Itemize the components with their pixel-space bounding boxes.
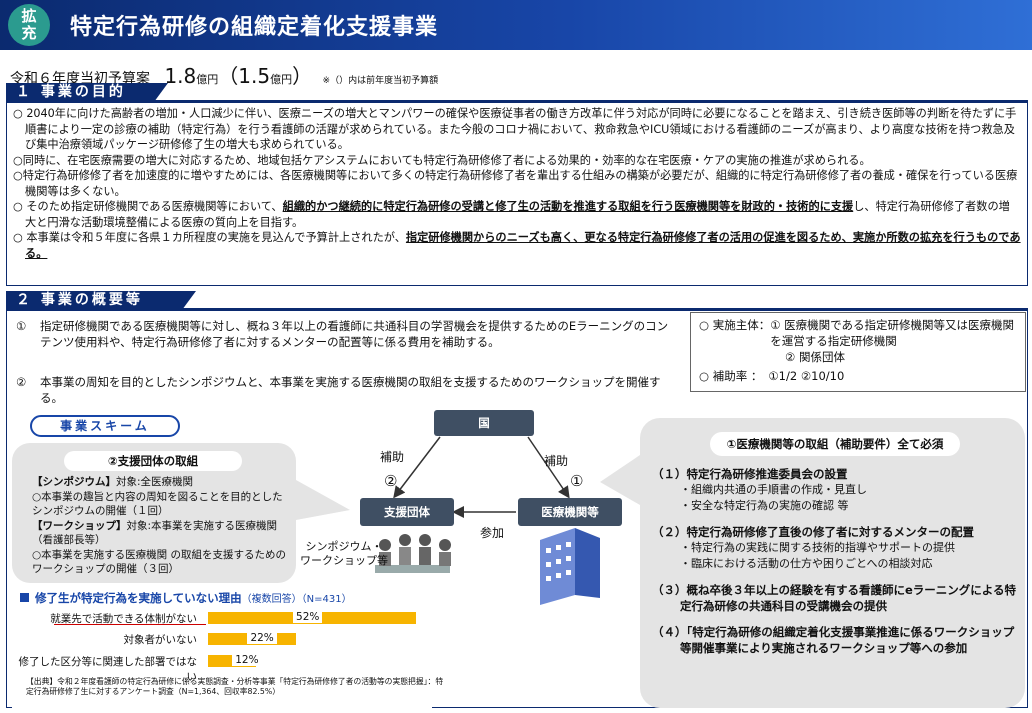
purpose-p4-emph: 組織的かつ継続的に特定行為研修の受講と修了生の活動を推進する取組を行う医療機関等… (282, 200, 854, 213)
item1-text: 指定研修機関である医療機関等に対し、概ね３年以上の看護師に共通科目の学習機会を提… (40, 319, 669, 349)
header-bar: 拡充 特定行為研修の組織定着化支援事業 (0, 0, 1032, 50)
support-box-title: ②支援団体の取組 (64, 451, 242, 471)
requirement-4-heading: （４）「特定行為研修の組織定着化支援事業推進に係るワークショップ等開催事業により… (652, 625, 1015, 655)
budget-prev-open: （ (218, 64, 239, 88)
section2-rule (6, 308, 1028, 310)
meeting-people-icon (375, 534, 451, 573)
scheme-number-1: ① (570, 472, 584, 490)
arrow-country-to-support (393, 436, 441, 499)
bar-label-2: 対象者がいない (123, 634, 198, 646)
requirements-title: ①医療機関等の取組（補助要件）全て必須 (710, 432, 960, 456)
purpose-p5-emph: 指定研修機関からのニーズも高く、更なる特定行為研修修了者の活用の促進を図るため、… (25, 231, 1021, 260)
requirement-1-a: ・組織内共通の手順書の作成・見直し (680, 483, 867, 496)
item1-number: ① (16, 319, 27, 333)
purpose-p2: ○同時に、在宅医療需要の増大に対応するため、地域包括ケアシステムにおいても特定行… (13, 153, 871, 167)
requirement-2: （２）特定行為研修修了直後の修了者に対するメンターの配置・特定行為の実践に関する… (652, 524, 1017, 572)
section1-header: １ 事業の目的 (6, 83, 168, 102)
requirement-2-heading: （２）特定行為研修修了直後の修了者に対するメンターの配置 (652, 525, 974, 539)
purpose-box: ○ 2040年に向けた高齢者の増加・人口減少に伴い、医療ニーズの増大とマンパワー… (6, 102, 1028, 286)
requirement-3: （３）概ね卒後３年以上の経験を有する看護師にeラーニングによる特定行為研修の共通… (652, 582, 1017, 614)
purpose-p5-a: ○ 本事業は令和５年度に各県１カ所程度の実施を見込んで予算計上されたが、 (13, 231, 406, 244)
hospital-building-icon (540, 528, 600, 605)
workshop-heading: 【ワークショップ】 (32, 519, 127, 532)
section1-rule (6, 100, 1028, 102)
bar-value-1: 52% (293, 611, 323, 623)
bar-label-3: 修了した区分等に関連した部署ではない (18, 656, 198, 683)
section2-header: ２ 事業の概要等 (6, 291, 196, 310)
implementer-value-1: ① 医療機関である指定研修機関等又は医療機関を運営する指定研修機関 (770, 318, 1015, 348)
subsidy-rate-key: ○ 補助率 ： (699, 369, 763, 383)
symposium-desc: ○本事業の趣旨と内容の周知を図ることを目的としたシンポジウムの開催（１回） (32, 490, 283, 518)
badge-text: 拡充 (21, 7, 37, 42)
purpose-p4-a: ○ そのため指定研修機関である医療機関等において、 (13, 200, 283, 213)
implementer-key: ○ 実施主体： (699, 318, 771, 332)
requirement-1-b: ・安全な特定行為の実施の確認 等 (680, 499, 849, 512)
budget-prev-close: ） (292, 64, 313, 88)
overview-box (6, 310, 1028, 708)
chart-title: 修了生が特定行為を実施していない理由（複数回答）（N=431） (20, 590, 352, 606)
subsidy-rate-value: ①1/2 ②10/10 (768, 369, 845, 383)
item2-text: 本事業の周知を目的としたシンポジウムと、本事業を実施する医療機関の取組を支援する… (40, 375, 661, 405)
bar-label-1: 就業先で活動できる体制がない (50, 613, 197, 625)
chart-subtitle: （複数回答）（N=431） (241, 594, 352, 605)
budget-amount: 1.8 (164, 64, 197, 88)
support-callout-pointer (296, 480, 350, 520)
source-note: 【出典】令和２年度看護師の特定行為研修に係る実態調査・分析等事業「特定行為研修修… (26, 677, 444, 696)
budget-unit: 億円 (196, 73, 219, 86)
chart-title-text: 修了生が特定行為を実施していない理由 (35, 591, 242, 605)
workshop-desc: ○本事業を実施する医療機関 の取組を支援するためのワークショップの開催（３回） (32, 548, 286, 576)
support-org-box: ②支援団体の取組 【シンポジウム】対象:全医療機関 ○本事業の趣旨と内容の周知を… (12, 443, 296, 583)
purpose-p3: ○特定行為研修修了者を加速度的に増やすためには、各医療機関等において多くの特定行… (13, 169, 1018, 198)
symposium-workshop-label: シンポジウム・ ワークショップ等 (300, 540, 388, 567)
purpose-p5: ○ 本事業は令和５年度に各県１カ所程度の実施を見込んで予算計上されたが、指定研修… (13, 230, 1021, 261)
budget-prev-unit: 億円 (270, 73, 293, 86)
participation-label: 参加 (480, 526, 505, 540)
purpose-p1: ○ 2040年に向けた高齢者の増加・人口減少に伴い、医療ニーズの増大とマンパワー… (13, 107, 1017, 151)
subsidy-left-label: 補助 (380, 450, 405, 464)
underline-mark (54, 624, 206, 625)
subsidy-right-label: 補助 (544, 454, 569, 468)
implementer-value-2: ② 関係団体 (785, 350, 845, 364)
bar-value-2: 22% (247, 632, 277, 644)
purpose-p4: ○ そのため指定研修機関である医療機関等において、組織的かつ継続的に特定行為研修… (13, 199, 1021, 230)
node-medical-institution: 医療機関等 (518, 498, 622, 526)
chart-title-square-icon (20, 593, 29, 602)
requirement-1: （１）特定行為研修推進委員会の設置・組織内共通の手順書の作成・見直し・安全な特定… (652, 466, 1017, 514)
item2-number: ② (16, 375, 27, 389)
node-country: 国 (434, 410, 534, 436)
page-title: 特定行為研修の組織定着化支援事業 (70, 15, 439, 40)
symposium-target: 対象:全医療機関 (116, 476, 194, 488)
requirement-1-heading: （１）特定行為研修推進委員会の設置 (652, 467, 848, 481)
requirement-2-b: ・臨床における活動の仕方や困りごとへの相談対応 (680, 557, 933, 570)
implementation-info-box: ○ 実施主体：① 医療機関である指定研修機関等又は医療機関を運営する指定研修機関… (690, 312, 1026, 392)
requirement-4: （４）「特定行為研修の組織定着化支援事業推進に係るワークショップ等開催事業により… (652, 624, 1017, 656)
expansion-badge: 拡充 (8, 4, 50, 46)
node-support-org: 支援団体 (360, 498, 454, 526)
callout-pointer (600, 455, 640, 505)
medical-requirements-box: ①医療機関等の取組（補助要件）全て必須 （１）特定行為研修推進委員会の設置・組織… (640, 418, 1025, 708)
requirement-2-a: ・特定行為の実践に関する技術的指導やサポートの提供 (680, 541, 955, 554)
scheme-number-2: ② (384, 472, 398, 490)
scheme-label: 事業スキーム (30, 415, 180, 437)
workshop-target: 対象:本事業を実施する医療機関（看護部長等） (32, 519, 278, 547)
budget-note: ※（）内は前年度当初予算額 (322, 76, 439, 86)
reasons-bar-chart: 修了生が特定行為を実施していない理由（複数回答）（N=431） 就業先で活動でき… (12, 588, 432, 708)
overview-item-1: ① 指定研修機関である医療機関等に対し、概ね３年以上の看護師に共通科目の学習機会を… (16, 318, 676, 350)
overview-item-2: ② 本事業の周知を目的としたシンポジウムと、本事業を実施する医療機関の取組を支援す… (16, 374, 676, 406)
bar-value-3: 12% (232, 654, 262, 666)
symposium-heading: 【シンポジウム】 (32, 476, 116, 488)
purpose-p4-c: し、特定行為研修修了者数の増大と円滑な活動環境整備による医療の質向上を目指す。 (25, 200, 1010, 229)
requirement-3-heading: （３）概ね卒後３年以上の経験を有する看護師にeラーニングによる特定行為研修の共通… (652, 583, 1016, 613)
support-box-body: 【シンポジウム】対象:全医療機関 ○本事業の趣旨と内容の周知を図ることを目的とし… (32, 475, 288, 577)
arrow-country-to-medical (527, 436, 570, 499)
budget-prev: 1.5 (238, 64, 271, 88)
